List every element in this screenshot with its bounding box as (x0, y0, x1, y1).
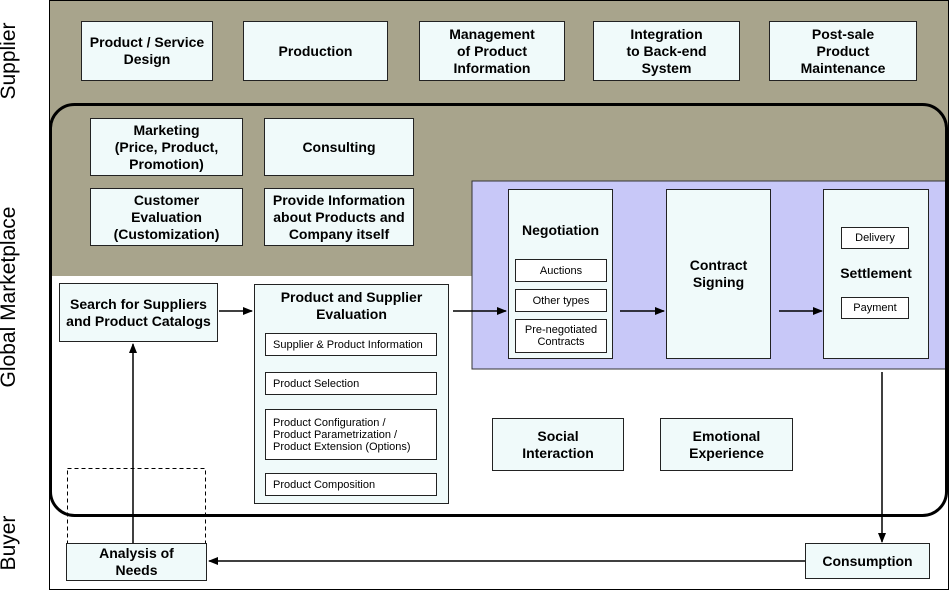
product-selection-item: Product Selection (265, 372, 437, 395)
settlement-box (823, 189, 929, 359)
consulting-box: Consulting (264, 118, 414, 176)
marketing-box: Marketing (Price, Product, Promotion) (90, 118, 243, 176)
analysis-of-needs-box: Analysis of Needs (66, 543, 207, 581)
management-product-information-box: Management of Product Information (419, 21, 565, 81)
product-configuration-item: Product Configuration / Product Parametr… (265, 409, 437, 460)
provide-information-box: Provide Information about Products and C… (264, 188, 414, 246)
pre-negotiated-contracts-item: Pre-negotiated Contracts (515, 319, 607, 353)
customer-evaluation-box: Customer Evaluation (Customization) (90, 188, 243, 246)
payment-item: Payment (841, 297, 909, 319)
search-suppliers-box: Search for Suppliers and Product Catalog… (59, 283, 218, 342)
lane-label-supplier: Supplier (0, 22, 20, 100)
production-box: Production (243, 21, 388, 81)
delivery-item: Delivery (841, 227, 909, 249)
post-sale-maintenance-box: Post-sale Product Maintenance (769, 21, 917, 81)
other-types-item: Other types (515, 289, 607, 312)
integration-backend-box: Integration to Back-end System (593, 21, 740, 81)
contract-signing-box: Contract Signing (666, 189, 771, 359)
negotiation-title: Negotiation (522, 222, 599, 238)
settlement-title: Settlement (840, 265, 912, 281)
lane-label-marketplace: Global Marketplace (0, 206, 20, 388)
auctions-item: Auctions (515, 259, 607, 282)
marketplace-frame (49, 103, 948, 517)
product-composition-item: Product Composition (265, 473, 437, 496)
emotional-experience-box: Emotional Experience (660, 418, 793, 471)
product-service-design-box: Product / Service Design (81, 21, 213, 81)
evaluation-title: Product and Supplier Evaluation (280, 289, 423, 322)
social-interaction-box: Social Interaction (492, 418, 624, 471)
supplier-product-information-item: Supplier & Product Information (265, 333, 437, 356)
lane-label-buyer: Buyer (0, 515, 20, 571)
consumption-box: Consumption (805, 543, 930, 579)
